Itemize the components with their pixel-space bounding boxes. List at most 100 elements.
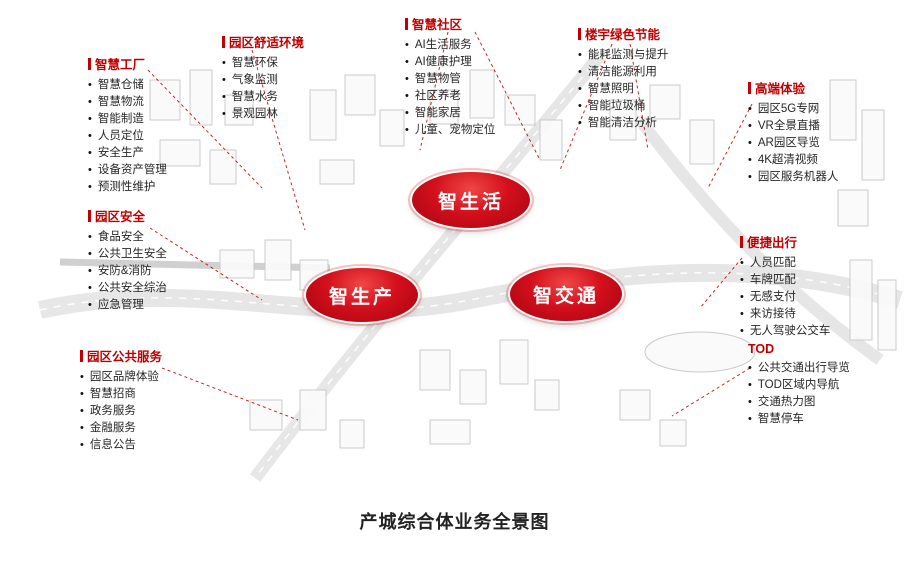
- bullet-icon: •: [748, 379, 752, 391]
- bullet-icon: •: [748, 137, 752, 149]
- feature-item: •人员定位: [88, 128, 167, 145]
- group-title: 园区安全: [88, 206, 167, 225]
- bullet-icon: •: [222, 74, 226, 86]
- feature-item: •智能家居: [405, 105, 495, 122]
- bullet-icon: •: [748, 362, 752, 374]
- feature-item: •园区5G专网: [748, 101, 838, 118]
- callout-group-convenient-travel: 便捷出行 • 人员匹配 • 车牌匹配 •无感支付 • 来访接待 • 无人驾驶公交车: [740, 232, 830, 340]
- feature-item: • 公共安全综治: [88, 280, 167, 297]
- bullet-icon: •: [748, 171, 752, 183]
- bullet-icon: •: [740, 274, 744, 286]
- feature-item: •无感支付: [740, 289, 830, 306]
- group-items: •智慧环保•气象监测•智慧水务•景观园林: [222, 55, 304, 123]
- bullet-icon: •: [80, 422, 84, 434]
- feature-item-label: 气象监测: [231, 74, 278, 86]
- feature-item-label: 公共交通出行导览: [757, 362, 850, 374]
- feature-item: •AR园区导览: [748, 135, 838, 152]
- feature-item-label: 人员匹配: [749, 257, 796, 269]
- feature-item: •应急管理: [88, 297, 167, 314]
- group-items: •智慧仓储•智慧物流•智能制造•人员定位•安全生产•设备资产管理•预测性维护: [88, 77, 167, 196]
- bullet-icon: •: [740, 325, 744, 337]
- group-items: •AI生活服务•AI健康护理•智慧物管•社区养老•智能家居•儿童、宠物定位: [405, 37, 495, 139]
- bullet-icon: •: [748, 103, 752, 115]
- feature-item-label: AI生活服务: [414, 39, 472, 51]
- bullet-icon: •: [578, 66, 582, 78]
- bullet-icon: •: [88, 147, 92, 159]
- feature-item-label: 景观园林: [231, 108, 278, 120]
- feature-item-label: 车牌匹配: [749, 274, 796, 286]
- feature-item-label: 安防&消防: [97, 265, 152, 277]
- bullet-icon: •: [88, 282, 92, 294]
- group-title: TOD: [748, 342, 850, 356]
- feature-item: • 无人驾驶公交车: [740, 323, 830, 340]
- bullet-icon: •: [88, 113, 92, 125]
- bullet-icon: •: [88, 79, 92, 91]
- feature-item: •能耗监测与提升: [578, 47, 668, 64]
- callout-group-comfortable-environment: 园区舒适环境 •智慧环保•气象监测•智慧水务•景观园林: [222, 32, 304, 123]
- feature-item-label: 4K超清视频: [757, 154, 818, 166]
- feature-item: •智慧停车: [748, 411, 850, 428]
- feature-item-label: 智慧物流: [97, 96, 144, 108]
- feature-item-label: 智能垃圾桶: [587, 100, 646, 112]
- feature-item: •园区品牌体验: [80, 369, 162, 386]
- feature-item-label: 政务服务: [89, 405, 136, 417]
- feature-item: •智能垃圾桶: [578, 98, 668, 115]
- feature-item-label: 无人驾驶公交车: [749, 325, 831, 337]
- feature-item: •政务服务: [80, 403, 162, 420]
- group-title-label: 楼宇绿色节能: [585, 28, 661, 42]
- feature-item-label: 智慧停车: [757, 413, 804, 425]
- feature-item: •食品安全: [88, 229, 167, 246]
- bullet-icon: •: [740, 308, 744, 320]
- group-title: 智慧社区: [405, 14, 495, 33]
- bullet-icon: •: [88, 265, 92, 277]
- group-items: •食品安全•公共卫生安全•安防&消防•公共安全综治•应急管理: [88, 229, 167, 314]
- feature-item: •智慧仓储: [88, 77, 167, 94]
- feature-item: •VR全景直播: [748, 118, 838, 135]
- feature-item-label: 园区服务机器人: [757, 171, 839, 183]
- feature-item-label: 智慧环保: [231, 57, 278, 69]
- bullet-icon: •: [405, 90, 409, 102]
- group-title-label: 高端体验: [755, 82, 806, 96]
- feature-item: • 公共交通出行导览: [748, 360, 850, 377]
- feature-item: •预测性维护: [88, 179, 167, 196]
- feature-item-label: 食品安全: [97, 231, 144, 243]
- feature-item: •智慧物管: [405, 71, 495, 88]
- feature-item: •TOD区域内导航: [748, 377, 850, 394]
- feature-item-label: 设备资产管理: [97, 164, 167, 176]
- feature-item-label: 交通热力图: [757, 396, 816, 408]
- feature-item-label: 金融服务: [89, 422, 136, 434]
- feature-item-label: 无感支付: [749, 291, 796, 303]
- group-items: •能耗监测与提升•清洁能源利用•智慧照明•智能垃圾桶•智能清洁分析: [578, 47, 668, 132]
- bullet-icon: •: [748, 396, 752, 408]
- badge-label: 智生活: [437, 191, 504, 213]
- badge-smart-transport: 智交通: [510, 267, 622, 321]
- feature-item-label: 人员定位: [97, 130, 144, 142]
- title-accent-bar-icon: [748, 81, 751, 94]
- bullet-icon: •: [748, 120, 752, 132]
- feature-item-label: 儿童、宠物定位: [414, 124, 496, 136]
- feature-item: •设备资产管理: [88, 162, 167, 179]
- group-title-label: 智慧社区: [412, 18, 463, 32]
- feature-item-label: 公共安全综治: [97, 282, 167, 294]
- callout-group-premium-experience: 高端体验 •园区5G专网•VR全景直播•AR园区导览•4K超清视频•园区服务机器…: [748, 78, 838, 186]
- group-title: 智慧工厂: [88, 54, 167, 73]
- title-accent-bar-icon: [405, 17, 408, 30]
- bullet-icon: •: [405, 107, 409, 119]
- bullet-icon: •: [578, 117, 582, 129]
- feature-item: •社区养老: [405, 88, 495, 105]
- feature-item: •AI生活服务: [405, 37, 495, 54]
- group-title-label: 便捷出行: [747, 236, 798, 250]
- title-accent-bar-icon: [740, 235, 743, 248]
- feature-item-label: 来访接待: [749, 308, 796, 320]
- feature-item: • 金融服务: [80, 420, 162, 437]
- feature-item-label: AI健康护理: [414, 56, 472, 68]
- group-items: •公共交通出行导览•TOD区域内导航•交通热力图•智慧停车: [748, 360, 850, 428]
- bullet-icon: •: [80, 388, 84, 400]
- title-accent-bar-icon: [88, 57, 91, 70]
- feature-item-label: 智慧物管: [414, 73, 461, 85]
- feature-item: •儿童、宠物定位: [405, 122, 495, 139]
- feature-item-label: 应急管理: [97, 299, 144, 311]
- bullet-icon: •: [88, 96, 92, 108]
